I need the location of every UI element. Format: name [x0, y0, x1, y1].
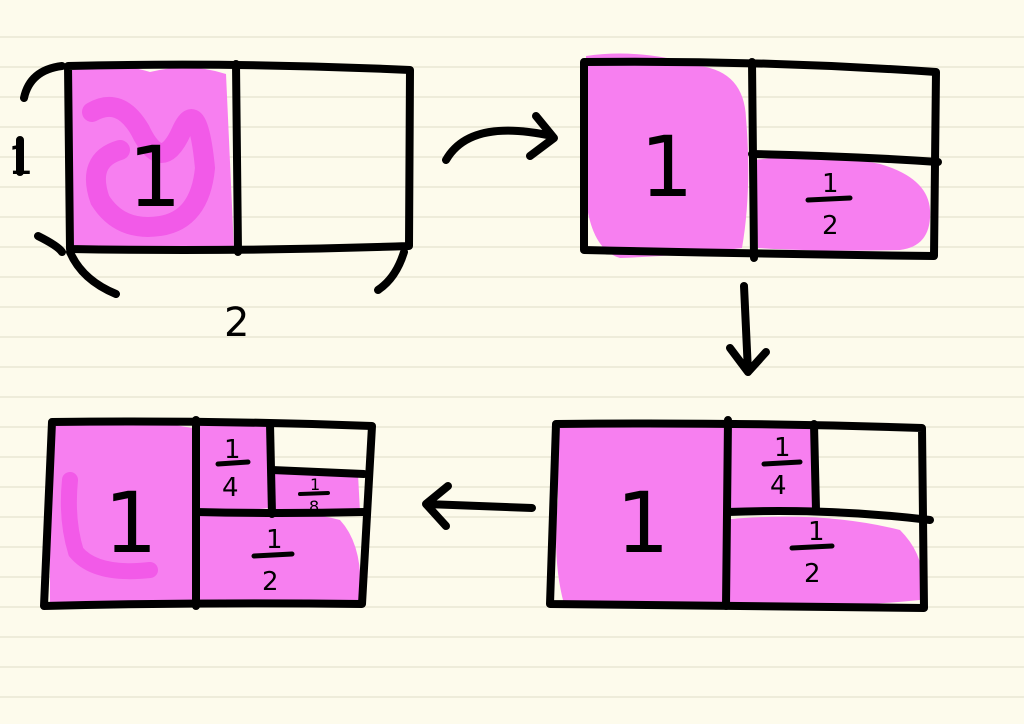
step3-quarter-fraction: 1 4: [761, 433, 803, 501]
step1-highlight-scribble: [82, 96, 216, 237]
step4-half-denominator: 2: [262, 567, 279, 597]
step1-outline: [64, 60, 414, 254]
step4-divider-horizontal: [192, 508, 368, 517]
step3-half-highlight: [720, 516, 923, 607]
step3-half-numerator: 1: [808, 517, 825, 547]
step4-divider-eighth: [268, 466, 368, 478]
step2-half-denominator: 2: [822, 211, 839, 241]
width-label: 2: [224, 300, 249, 346]
step3-half-denominator: 2: [804, 559, 821, 589]
step4-eighth-numerator: 1: [310, 475, 320, 494]
step4-half-numerator: 1: [266, 525, 283, 555]
step3-divider-quarter: [810, 420, 820, 514]
step4-outline: [40, 417, 376, 610]
step3-unit-label: 1: [616, 474, 669, 572]
step2-unit-label: 1: [640, 118, 693, 216]
step3-rectangle-diagram: 1 1 4 1 2: [546, 416, 934, 612]
step2-unit-highlight: [586, 53, 749, 259]
step2-divider-vertical: [748, 58, 758, 262]
step4-quarter-numerator: 1: [224, 435, 241, 465]
step3-unit-highlight: [556, 421, 730, 607]
step3-quarter-highlight: [726, 422, 816, 513]
step2-half-fraction: 1 2: [805, 169, 853, 241]
step1-divider: [232, 60, 242, 256]
step1-unit-label: 1: [128, 128, 181, 226]
arrow-left-icon: [422, 482, 536, 530]
width-brace: [66, 248, 408, 298]
step4-rectangle-diagram: 1 1 4 1 8 1 2: [40, 416, 376, 610]
step3-outline: [546, 419, 928, 612]
arrow-down-icon: [726, 282, 770, 376]
step4-half-fraction: 1 2: [251, 525, 295, 597]
height-label: 1: [8, 138, 33, 184]
step4-eighth-denominator: 8: [309, 497, 319, 516]
step2-divider-horizontal: [748, 150, 942, 166]
height-brace: [16, 62, 66, 256]
step3-quarter-numerator: 1: [774, 433, 791, 463]
step4-half-highlight: [196, 511, 361, 604]
step4-unit-scribble: [60, 472, 158, 580]
step2-outline: [580, 57, 940, 260]
step1-rectangle-diagram: 1 1 2: [8, 60, 414, 346]
step3-half-fraction: 1 2: [789, 517, 835, 589]
step4-eighth-fraction: 1 8: [298, 475, 330, 516]
step4-unit-label: 1: [104, 474, 157, 572]
step2-rectangle-diagram: 1 1 2: [580, 53, 942, 262]
step4-quarter-fraction: 1 4: [215, 435, 251, 503]
step2-half-highlight: [754, 156, 931, 251]
step2-half-numerator: 1: [822, 169, 839, 199]
step4-quarter-denominator: 4: [222, 473, 239, 503]
step3-quarter-denominator: 4: [770, 471, 787, 501]
arrow-right-icon: [442, 112, 558, 164]
step3-divider-horizontal: [724, 507, 934, 524]
